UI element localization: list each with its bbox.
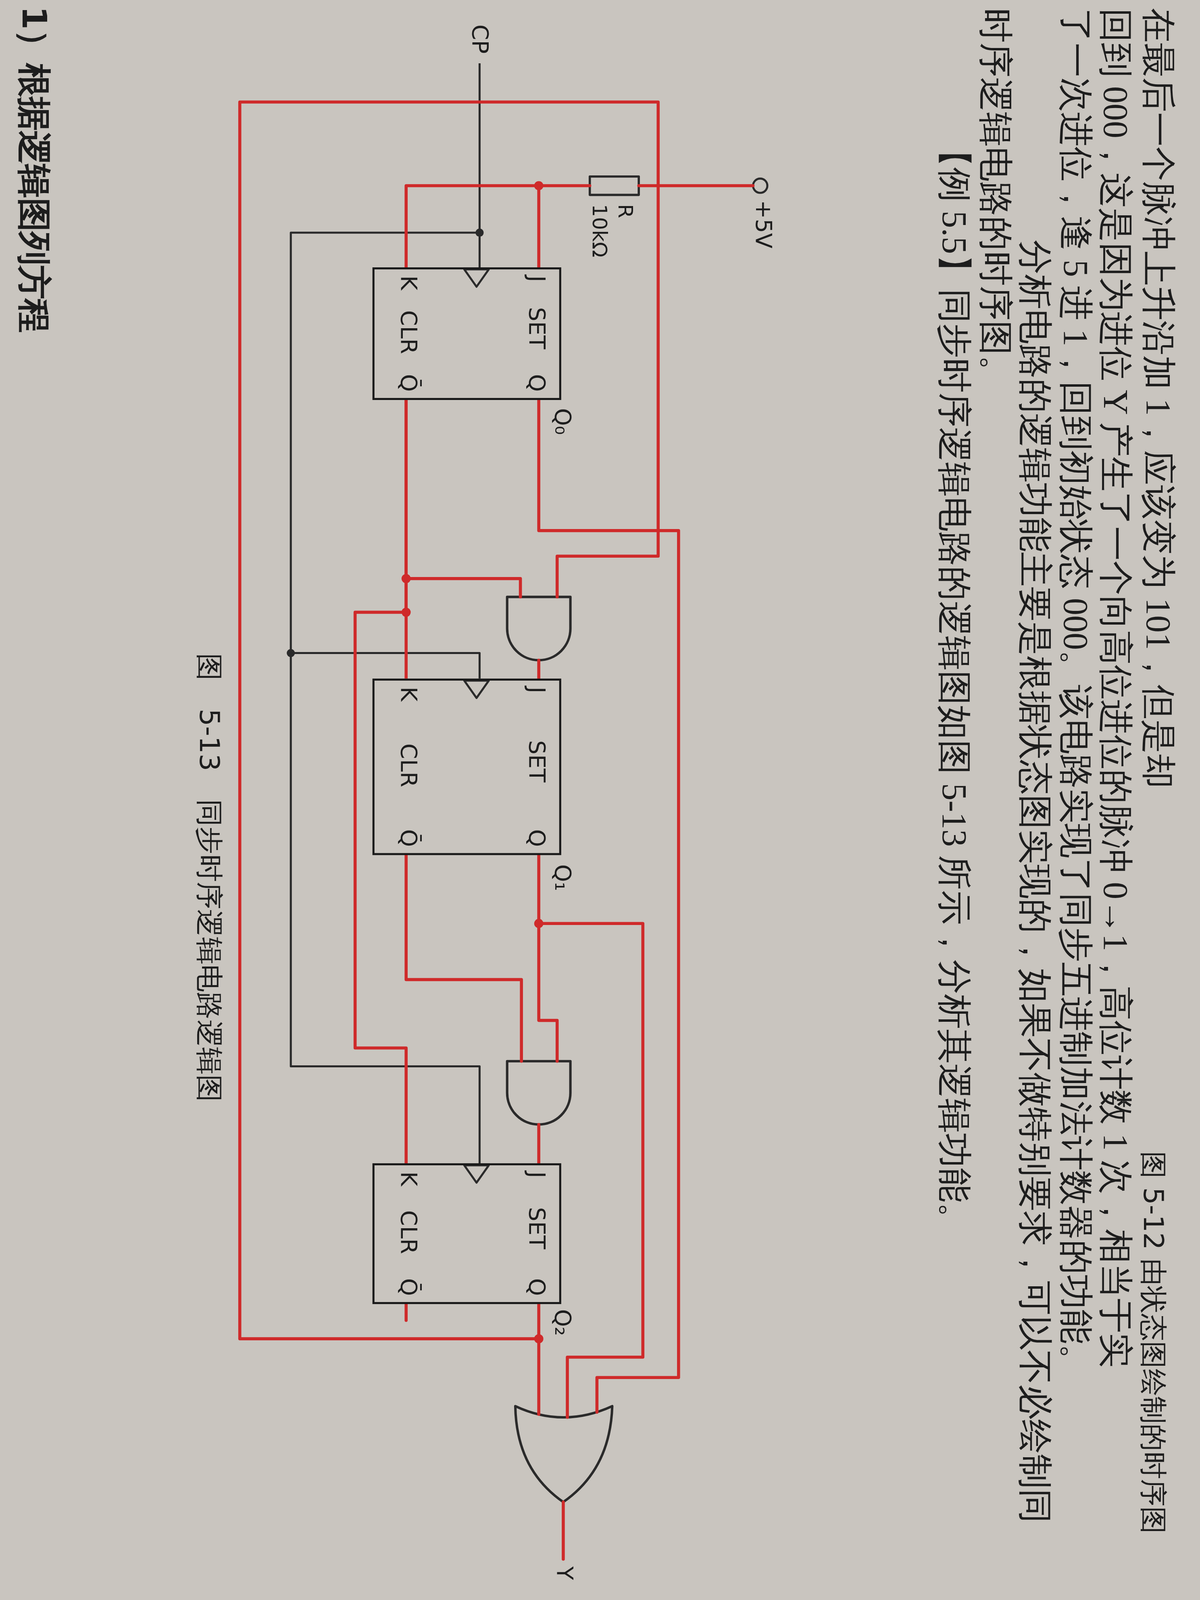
body-text: 回到 000，这是因为进位 Y 产生了一个向高位进位的脉冲 0→1，高位计数 1… [1096,8,1135,1368]
body-text: 分析电路的逻辑功能主要是根据状态图实现的，如果不做特别要求，可以不必绘制同 [1016,239,1055,1524]
resistor-symbol [589,176,639,196]
clock-wire [290,653,480,679]
pin-label: Q̄ [394,1278,422,1296]
flip-flop-box: J SET Q K CLR Q̄ [372,678,562,856]
label-holder: 1）根据逻辑图列方程 [14,6,54,333]
label-holder: 在最后一个脉冲上升沿加 1，应该变为 101，但是却 [1138,8,1179,789]
pin-label: Q [523,374,550,392]
component-name: R [613,202,638,221]
label-holder: Q₁ [549,862,576,893]
label-holder: 时序逻辑电路的时序图。 [975,8,1016,390]
signal-wire [406,855,522,1062]
output-name: Y [552,1564,578,1582]
pin-label: Q [523,829,550,848]
label-holder: 回到 000，这是因为进位 Y 产生了一个向高位进位的脉冲 0→1，高位计数 1… [1095,8,1136,1368]
body-text: 时序逻辑电路的时序图。 [976,8,1015,390]
figure-caption: 图 5-13 同步时序逻辑电路逻辑图 [193,653,226,1103]
label-holder: 图 5-12 由状态图绘制的时序图 [1137,1151,1170,1535]
label-holder: 图 5-13 同步时序逻辑电路逻辑图 [193,653,226,1103]
output-wire [561,1502,565,1560]
clock-triangle [464,1165,489,1183]
clock-triangle [464,269,489,287]
pin-stub [404,1304,408,1321]
label-holder: 【例 5.5】同步时序逻辑电路的逻辑图如图 5-13 所示，分析其逻辑功能。 [934,132,975,1238]
pin-label: CLR [394,1210,422,1255]
supply-wire [638,184,753,188]
label-holder: Q₂ [549,1307,576,1338]
pin-label: K [394,275,422,291]
junction-dot [534,181,544,191]
pin-label: SET [523,1207,550,1250]
output-name: Q₂ [550,1307,576,1338]
section-heading: 1）根据逻辑图列方程 [14,6,55,333]
signal-wire [406,578,521,598]
pin-label: SET [523,307,550,350]
pin-row: K CLR Q̄ [394,275,422,392]
clock-wire [290,232,480,1164]
pin-label: J [523,275,550,282]
flip-flop-box: J SET Q K CLR Q̄ [372,1163,562,1305]
label-holder: 10kΩ [587,202,612,260]
component-value: 10kΩ [587,202,613,260]
signal-name: CP [467,22,493,57]
signal-wire [538,855,643,1418]
pin-row: K CLR Q̄ [394,686,422,847]
pin-row: J SET Q [523,275,550,392]
and-gate [507,1061,571,1125]
pin-label: K [394,1171,422,1187]
pin-label: Q̄ [394,829,422,848]
pin-label: J [523,1171,550,1178]
label-holder: 了一次进位，逢 5 进 1，回到初始状态 000。该电路实现了同步五进制加法计数… [1056,8,1096,1379]
pin-label: J [523,686,550,694]
pin-label: SET [523,740,550,783]
supply-wire [537,185,541,268]
output-name: Q₁ [550,862,576,893]
pin-row: J SET Q [523,686,550,847]
example-heading: 【例 5.5】同步时序逻辑电路的逻辑图如图 5-13 所示，分析其逻辑功能。 [935,132,974,1238]
signal-wire [538,400,679,1413]
or-gate [515,1406,613,1503]
junction-dot [534,1334,544,1344]
label-holder: Q₀ [549,406,576,437]
pin-row: J SET Q [523,1171,550,1296]
body-text: 了一次进位，逢 5 进 1，回到初始状态 000。该电路实现了同步五进制加法计数… [1057,8,1096,1379]
pin-label: Q̄ [394,374,422,392]
pin-label: Q [523,1278,550,1296]
label-holder: 分析电路的逻辑功能主要是根据状态图实现的，如果不做特别要求，可以不必绘制同 [1015,239,1056,1524]
supply-label: +5V [751,197,777,251]
supply-wire [406,185,590,268]
label-holder: Y [551,1564,578,1582]
feedback-wire [239,102,659,1339]
output-wire [537,1304,541,1415]
signal-wire [537,660,541,679]
body-text: 在最后一个脉冲上升沿加 1，应该变为 101，但是却 [1139,8,1178,789]
pin-label: CLR [394,310,422,355]
label-holder: CP [466,22,493,57]
junction-dot [475,228,484,237]
junction-dot [286,648,295,657]
output-name: Q₀ [550,406,576,437]
pin-row: K CLR Q̄ [394,1171,422,1296]
pin-label: K [394,686,422,702]
junction-dot [534,918,544,929]
figure-caption: 图 5-12 由状态图绘制的时序图 [1137,1151,1170,1535]
signal-wire [537,1124,541,1164]
supply-terminal [753,178,768,193]
clock-triangle [464,680,489,698]
and-gate [507,596,571,661]
flip-flop-box: J SET Q K CLR Q̄ [372,267,562,400]
label-holder: +5V [750,197,777,251]
label-holder: R [613,202,637,221]
pin-label: CLR [394,743,422,788]
signal-wire [538,923,558,1062]
